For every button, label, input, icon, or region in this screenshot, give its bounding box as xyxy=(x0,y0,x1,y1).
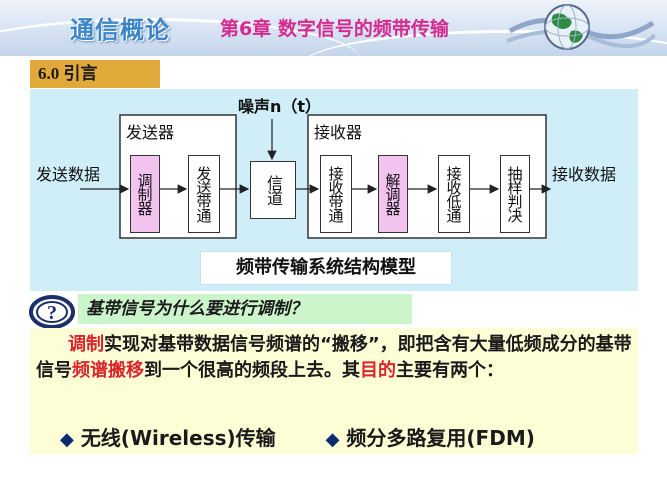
modulator-block: 调制器 xyxy=(130,155,160,233)
explanation-text: 主要有两个： xyxy=(396,360,504,381)
chapter-title: 第6章 数字信号的频带传输 xyxy=(220,18,449,40)
purpose-list: ◆ 无线(Wireless)传输 ◆ 频分多路复用(FDM) xyxy=(60,422,630,451)
tx-bandpass-block: 发送带通 xyxy=(188,155,220,233)
noise-label: 噪声n（t） xyxy=(238,97,322,116)
question-icon: ? xyxy=(29,295,75,329)
explanation-text: 到一个很高的频段上去。其 xyxy=(144,360,360,381)
system-diagram: 噪声n（t） 发送器 接收器 发送数据 接收数据 调制器 发送带通 信道 接收带… xyxy=(30,89,638,291)
purpose-item-fdm: 频分多路复用(FDM) xyxy=(346,426,535,450)
globe-icon xyxy=(506,4,655,50)
svg-text:?: ? xyxy=(47,302,57,324)
explanation-paragraph: 调制实现对基带数据信号频谱的“搬移”，即把含有大量低频成分的基带信号频谱搬移到一… xyxy=(36,332,632,384)
term-modulation: 调制 xyxy=(68,334,104,355)
rx-lowpass-block: 接收低通 xyxy=(438,155,470,233)
sampler-block: 抽样判决 xyxy=(500,155,530,233)
demodulator-block: 解调器 xyxy=(378,155,408,233)
transmitter-label: 发送器 xyxy=(126,123,175,142)
explanation-text: 实现对基带数据信号频谱的“搬移”，即把含有大量低频成分的基带信号 xyxy=(36,334,632,381)
receiver-label: 接收器 xyxy=(314,123,363,142)
course-brand: 通信概论 xyxy=(70,16,170,44)
rx-bandpass-block: 接收带通 xyxy=(320,155,352,233)
channel-block: 信道 xyxy=(250,161,296,219)
term-spectrum-shift: 频谱搬移 xyxy=(72,360,144,381)
section-label: 6.0 引言 xyxy=(30,60,160,88)
diagram-caption: 频带传输系统结构模型 xyxy=(200,251,452,285)
input-label: 发送数据 xyxy=(36,165,101,184)
header-swoosh xyxy=(0,18,360,56)
output-label: 接收数据 xyxy=(552,165,617,184)
term-purpose: 目的 xyxy=(360,360,396,381)
purpose-item-wireless: 无线(Wireless)传输 xyxy=(80,426,276,450)
bullet-diamond-icon: ◆ xyxy=(60,429,74,450)
bullet-diamond-icon: ◆ xyxy=(325,429,340,450)
explanation-box: 调制实现对基带数据信号频谱的“搬移”，即把含有大量低频成分的基带信号频谱搬移到一… xyxy=(30,328,638,454)
question-banner: 基带信号为什么要进行调制？ xyxy=(78,294,412,324)
header-swoosh xyxy=(300,30,667,56)
